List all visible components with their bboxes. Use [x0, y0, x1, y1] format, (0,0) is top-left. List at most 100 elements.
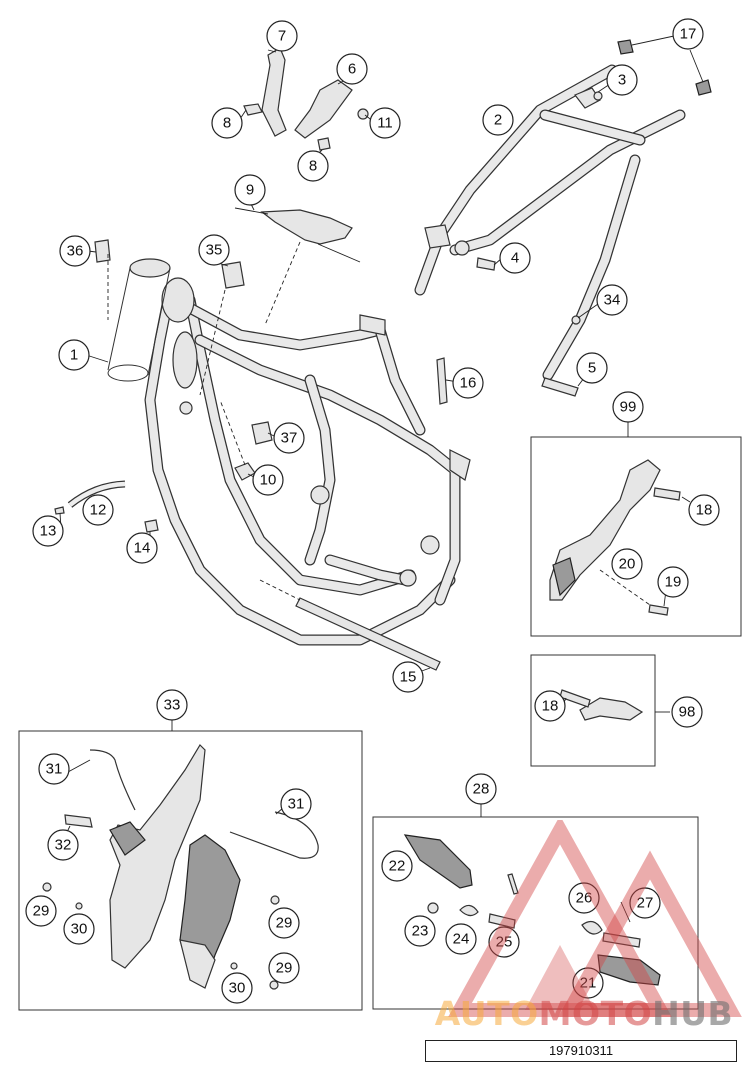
callout-35: 35: [198, 234, 230, 266]
svg-text:22: 22: [389, 858, 406, 875]
bracket-6: [294, 79, 353, 139]
callout-12: 12: [82, 494, 114, 526]
main-frame: [144, 277, 471, 646]
callout-28: 28: [465, 773, 497, 805]
svg-text:10: 10: [260, 472, 277, 489]
svg-text:21: 21: [580, 975, 597, 992]
callout-11: 11: [369, 107, 401, 139]
footrest-21: [597, 954, 661, 986]
svg-text:8: 8: [309, 158, 317, 175]
callout-31-left: 31: [38, 753, 70, 785]
washer-30-left: [75, 902, 83, 910]
svg-text:6: 6: [348, 61, 356, 78]
callout-29-bottom: 29: [268, 952, 300, 984]
bracket-35: [221, 261, 245, 289]
callout-37: 37: [273, 422, 305, 454]
svg-text:13: 13: [40, 523, 57, 540]
svg-text:8: 8: [223, 115, 231, 132]
callout-8-lower: 8: [297, 150, 329, 182]
spring-24: [459, 904, 479, 917]
svg-text:37: 37: [281, 430, 298, 447]
svg-text:19: 19: [665, 574, 682, 591]
screw-29-left: [42, 882, 52, 892]
svg-text:31: 31: [288, 796, 305, 813]
callout-10: 10: [252, 464, 284, 496]
callout-36: 36: [59, 235, 91, 267]
pin-27: [602, 932, 641, 948]
svg-text:33: 33: [164, 697, 181, 714]
svg-text:25: 25: [496, 934, 513, 951]
pin-25-small: [507, 873, 519, 895]
svg-text:7: 7: [278, 28, 286, 45]
callout-30-right: 30: [221, 972, 253, 1004]
frame-protector-right: [179, 834, 241, 989]
plate-holder-9: [234, 207, 361, 263]
nut-14: [144, 519, 159, 533]
footrest-22: [403, 834, 473, 889]
svg-text:18: 18: [696, 502, 713, 519]
bracket-36: [94, 239, 111, 263]
svg-text:12: 12: [90, 502, 107, 519]
svg-text:98: 98: [679, 704, 696, 721]
callout-8-top: 8: [211, 107, 243, 139]
callout-18-upper: 18: [688, 494, 720, 526]
pad-32: [64, 814, 93, 828]
clamp-13: [54, 506, 65, 515]
svg-text:11: 11: [377, 115, 393, 132]
bolt-19: [648, 604, 669, 616]
callout-4: 4: [499, 242, 531, 274]
svg-text:34: 34: [604, 292, 621, 309]
strap-16: [436, 357, 448, 405]
svg-text:27: 27: [637, 895, 654, 912]
clip-17b: [695, 79, 712, 96]
callout-29-left: 29: [25, 895, 57, 927]
spring-26: [581, 920, 603, 935]
svg-text:28: 28: [473, 781, 490, 798]
bolt-4: [476, 257, 496, 271]
callout-24: 24: [445, 923, 477, 955]
watermark-part-hub: HUB: [652, 994, 734, 1033]
bolt-18-upper: [653, 487, 681, 501]
guide-piece-98: [579, 697, 644, 721]
callout-20: 20: [611, 548, 643, 580]
svg-text:35: 35: [206, 242, 223, 259]
svg-text:31: 31: [46, 761, 63, 778]
svg-text:15: 15: [400, 669, 417, 686]
callout-26: 26: [568, 882, 600, 914]
callout-29-right: 29: [268, 907, 300, 939]
watermark-part-moto: MOTO: [538, 994, 653, 1033]
chain-guide-99: [549, 459, 661, 601]
svg-text:4: 4: [511, 250, 519, 267]
callout-7: 7: [266, 20, 298, 52]
screw-8-lower: [317, 137, 331, 151]
callout-98: 98: [671, 696, 703, 728]
screw-29-bottom: [269, 980, 279, 990]
screw-29-right: [270, 895, 280, 905]
axle-bolt-15: [295, 597, 441, 671]
svg-text:30: 30: [71, 921, 88, 938]
watermark-text: AUTOMOTOHUB: [424, 994, 744, 1033]
svg-text:99: 99: [620, 399, 637, 416]
svg-text:29: 29: [33, 903, 50, 920]
svg-text:29: 29: [276, 915, 293, 932]
svg-text:36: 36: [67, 243, 84, 260]
svg-text:1: 1: [70, 347, 78, 364]
clamp-10: [234, 462, 256, 481]
frame-protector-left: [109, 744, 206, 969]
catalog-number: 197910311: [425, 1040, 737, 1062]
svg-text:29: 29: [276, 960, 293, 977]
callout-18-lower: 18: [534, 690, 566, 722]
bracket-7: [261, 47, 287, 137]
callout-32: 32: [47, 829, 79, 861]
svg-text:26: 26: [576, 890, 593, 907]
svg-text:32: 32: [55, 837, 72, 854]
callout-6: 6: [336, 53, 368, 85]
callout-27: 27: [629, 887, 661, 919]
callout-33: 33: [156, 689, 188, 721]
svg-text:3: 3: [618, 72, 626, 89]
svg-text:23: 23: [412, 923, 429, 940]
callout-25: 25: [488, 926, 520, 958]
callout-23: 23: [404, 915, 436, 947]
watermark-part-auto: AUTO: [434, 994, 539, 1033]
callout-17: 17: [672, 18, 704, 50]
